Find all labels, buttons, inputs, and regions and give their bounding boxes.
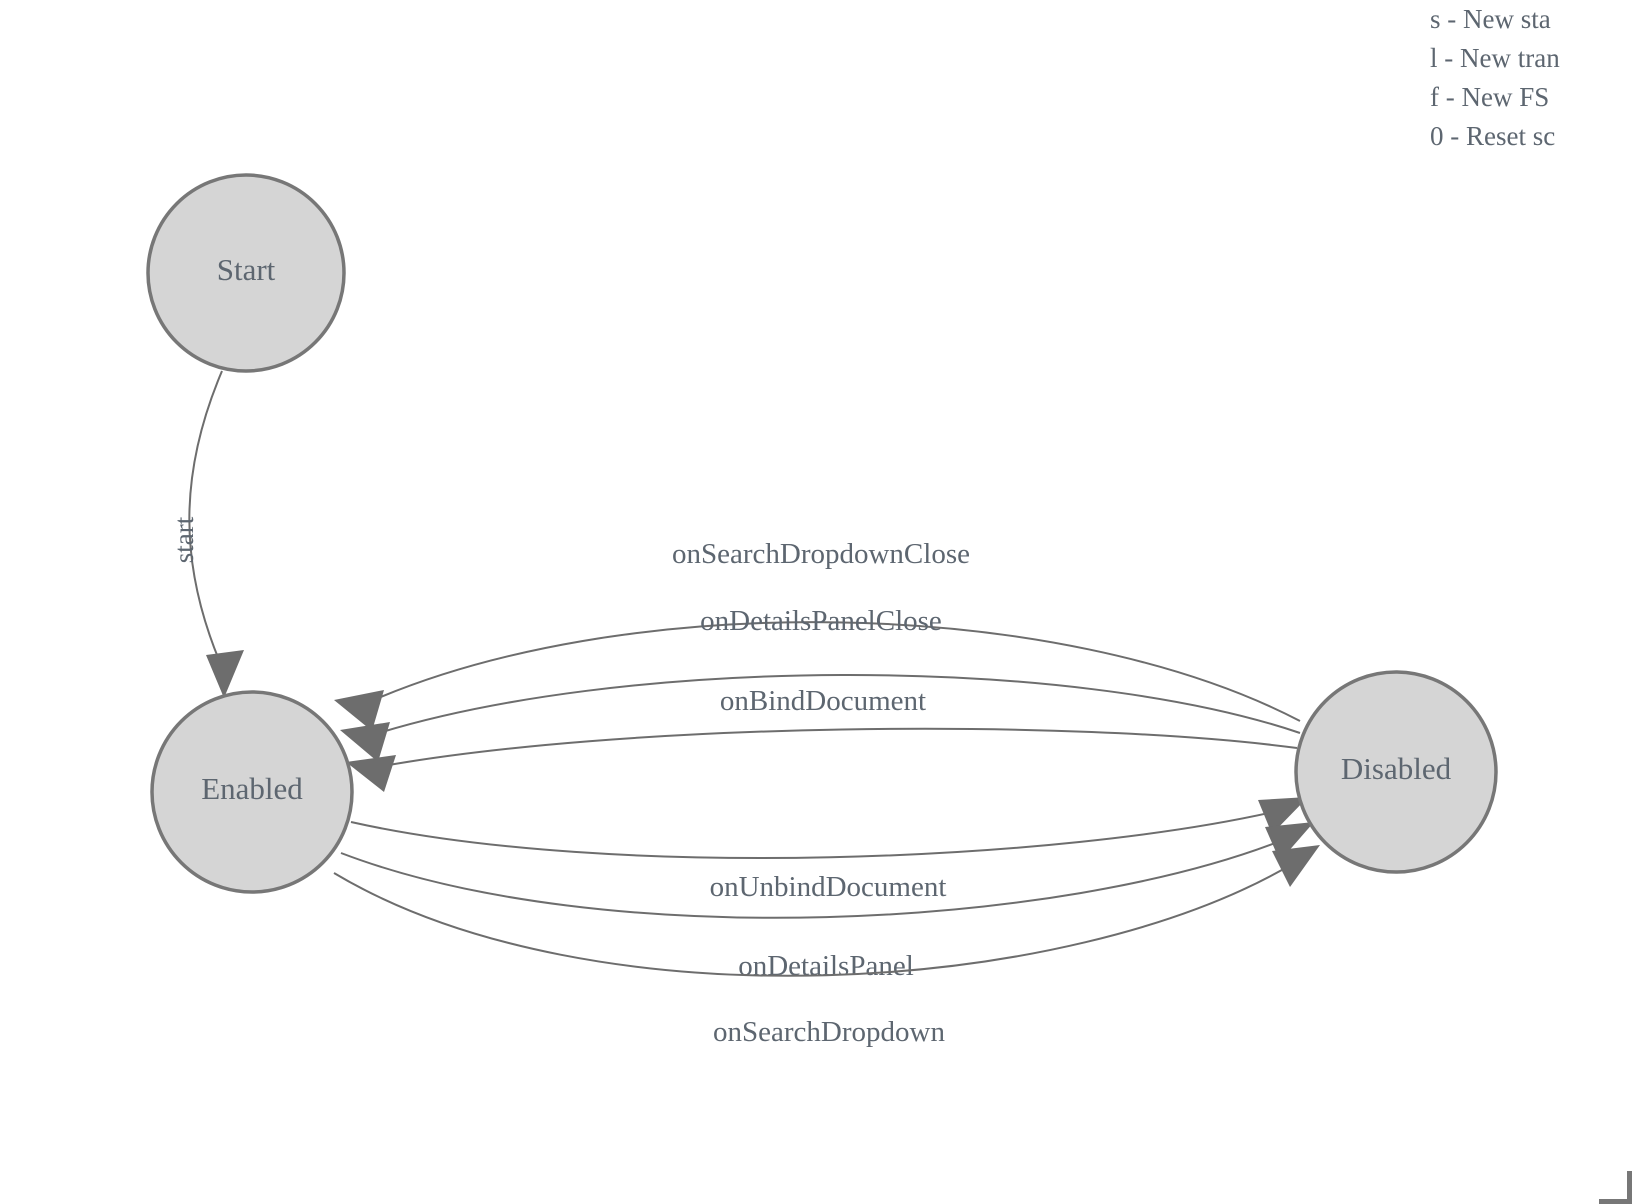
transition-disabled-to-enabled-details-close[interactable]: onDetailsPanelClose [340, 605, 1301, 762]
arrowhead-icon [1258, 797, 1308, 834]
transition-edge-path [359, 621, 1301, 722]
state-node-label: Enabled [201, 771, 303, 806]
transition-start-to-enabled[interactable]: start [169, 370, 244, 698]
transition-label-onUnbindDocument: onUnbindDocument [710, 871, 947, 903]
state-node-circle [1294, 670, 1498, 874]
transition-label-onDetailsPanel: onDetailsPanel [738, 950, 914, 982]
transition-label-onSearchDropdownClose: onSearchDropdownClose [672, 538, 970, 570]
transition-edge-path [350, 809, 1283, 859]
transition-edge-path [340, 837, 1289, 919]
transition-label-onSearchDropdown: onSearchDropdown [713, 1016, 945, 1048]
transition-disabled-to-enabled-bind[interactable]: onBindDocument [346, 685, 1298, 792]
transition-edge-path [188, 370, 223, 661]
transition-edge-path [333, 862, 1295, 977]
transition-label-onBindDocument: onBindDocument [720, 685, 926, 717]
arrowhead-icon [1272, 845, 1320, 887]
resize-handle[interactable] [1599, 1171, 1632, 1204]
state-node-start[interactable]: Start [146, 173, 346, 373]
transition-disabled-to-enabled-search-close[interactable]: onSearchDropdownClose [334, 538, 1301, 731]
arrowhead-icon [206, 650, 244, 698]
transition-label-onDetailsPanelClose: onDetailsPanelClose [700, 605, 942, 637]
arrowhead-icon [340, 722, 390, 762]
transition-label-start: start [169, 516, 199, 563]
arrowhead-icon [346, 755, 396, 792]
state-node-label: Start [217, 252, 276, 287]
state-node-enabled[interactable]: Enabled [150, 690, 354, 894]
transition-edge-path [371, 727, 1298, 769]
state-node-label: Disabled [1341, 751, 1452, 786]
transition-enabled-to-disabled-unbind[interactable]: onUnbindDocument [350, 797, 1308, 903]
arrowhead-icon [334, 690, 384, 731]
transition-enabled-to-disabled-search[interactable]: onSearchDropdown [333, 845, 1320, 1048]
state-node-disabled[interactable]: Disabled [1294, 670, 1498, 874]
state-node-circle [150, 690, 354, 894]
state-node-circle [146, 173, 346, 373]
transition-edge-path [365, 674, 1301, 738]
